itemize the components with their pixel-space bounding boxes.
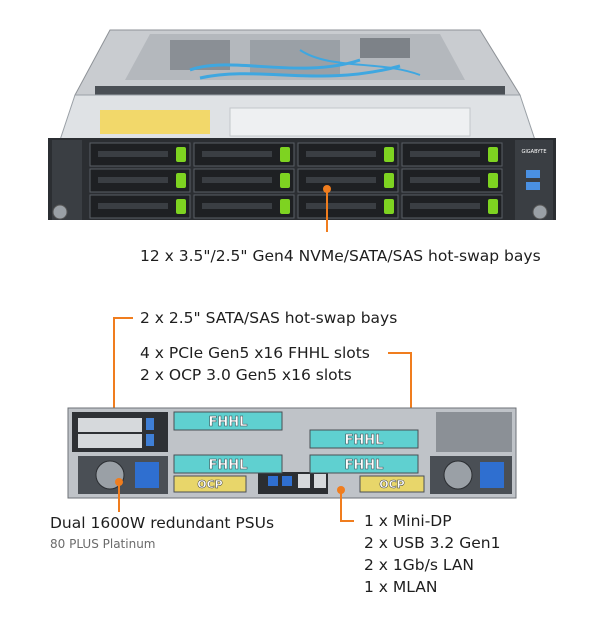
- drive-bay: [193, 168, 295, 193]
- io-line-usb: 2 x USB 3.2 Gen1: [364, 534, 501, 552]
- io-leader-v: [340, 490, 342, 522]
- pcie-dot: [407, 434, 415, 442]
- pcie-label: 4 x PCIe Gen5 x16 FHHL slots: [140, 344, 370, 362]
- drive-bay: [193, 194, 295, 219]
- pcie-leader-v: [410, 352, 412, 438]
- drive-bay: [297, 194, 399, 219]
- drive-bay: [401, 168, 503, 193]
- io-line-minidp: 1 x Mini-DP: [364, 512, 452, 530]
- drive-bay: [401, 142, 503, 167]
- slot-text: FHHL: [209, 415, 248, 430]
- pcie-leader-h: [388, 352, 412, 354]
- ocp-text: OCP: [379, 478, 405, 491]
- brand-logo: GIGABYTE: [521, 149, 546, 155]
- ocp-slot: OCP: [173, 475, 247, 493]
- io-line-mlan: 1 x MLAN: [364, 578, 438, 596]
- small-bays-leader-h: [113, 317, 133, 319]
- psu-sublabel: 80 PLUS Platinum: [50, 537, 156, 551]
- pcie-slot: FHHL: [173, 411, 283, 431]
- slot-text: FHHL: [345, 433, 384, 448]
- psu-leader: [118, 482, 120, 512]
- io-line-lan: 2 x 1Gb/s LAN: [364, 556, 475, 574]
- drive-bay: [89, 194, 191, 219]
- psu-label: Dual 1600W redundant PSUs: [50, 514, 275, 532]
- io-leader-h: [340, 520, 354, 522]
- front-bays-leader: [326, 190, 328, 232]
- slot-text: FHHL: [209, 458, 248, 473]
- io-list: 1 x Mini-DP 2 x USB 3.2 Gen1 2 x 1Gb/s L…: [364, 510, 500, 598]
- drive-bay: [193, 142, 295, 167]
- front-server-illustration: GIGABYTE: [48, 29, 556, 220]
- psu-dot: [115, 478, 123, 486]
- front-bays-leader-dot: [323, 185, 331, 193]
- drive-bay: [89, 142, 191, 167]
- pcie-slot: FHHL: [309, 429, 419, 449]
- ocp-label: 2 x OCP 3.0 Gen5 x16 slots: [140, 366, 352, 384]
- ocp-text: OCP: [197, 478, 223, 491]
- drive-bay: [401, 194, 503, 219]
- small-bays-dot: [110, 428, 118, 436]
- drive-bay: [297, 142, 399, 167]
- io-dot: [337, 486, 345, 494]
- small-bays-label: 2 x 2.5" SATA/SAS hot-swap bays: [140, 309, 398, 327]
- front-bays-label: 12 x 3.5"/2.5" Gen4 NVMe/SATA/SAS hot-sw…: [140, 247, 541, 265]
- pcie-slot: FHHL: [173, 454, 283, 474]
- drive-bay: [297, 168, 399, 193]
- drive-bay: [89, 168, 191, 193]
- small-bays-leader-v: [113, 317, 115, 432]
- ocp-slot: OCP: [359, 475, 425, 493]
- pcie-slot: FHHL: [309, 454, 419, 474]
- slot-text: FHHL: [345, 458, 384, 473]
